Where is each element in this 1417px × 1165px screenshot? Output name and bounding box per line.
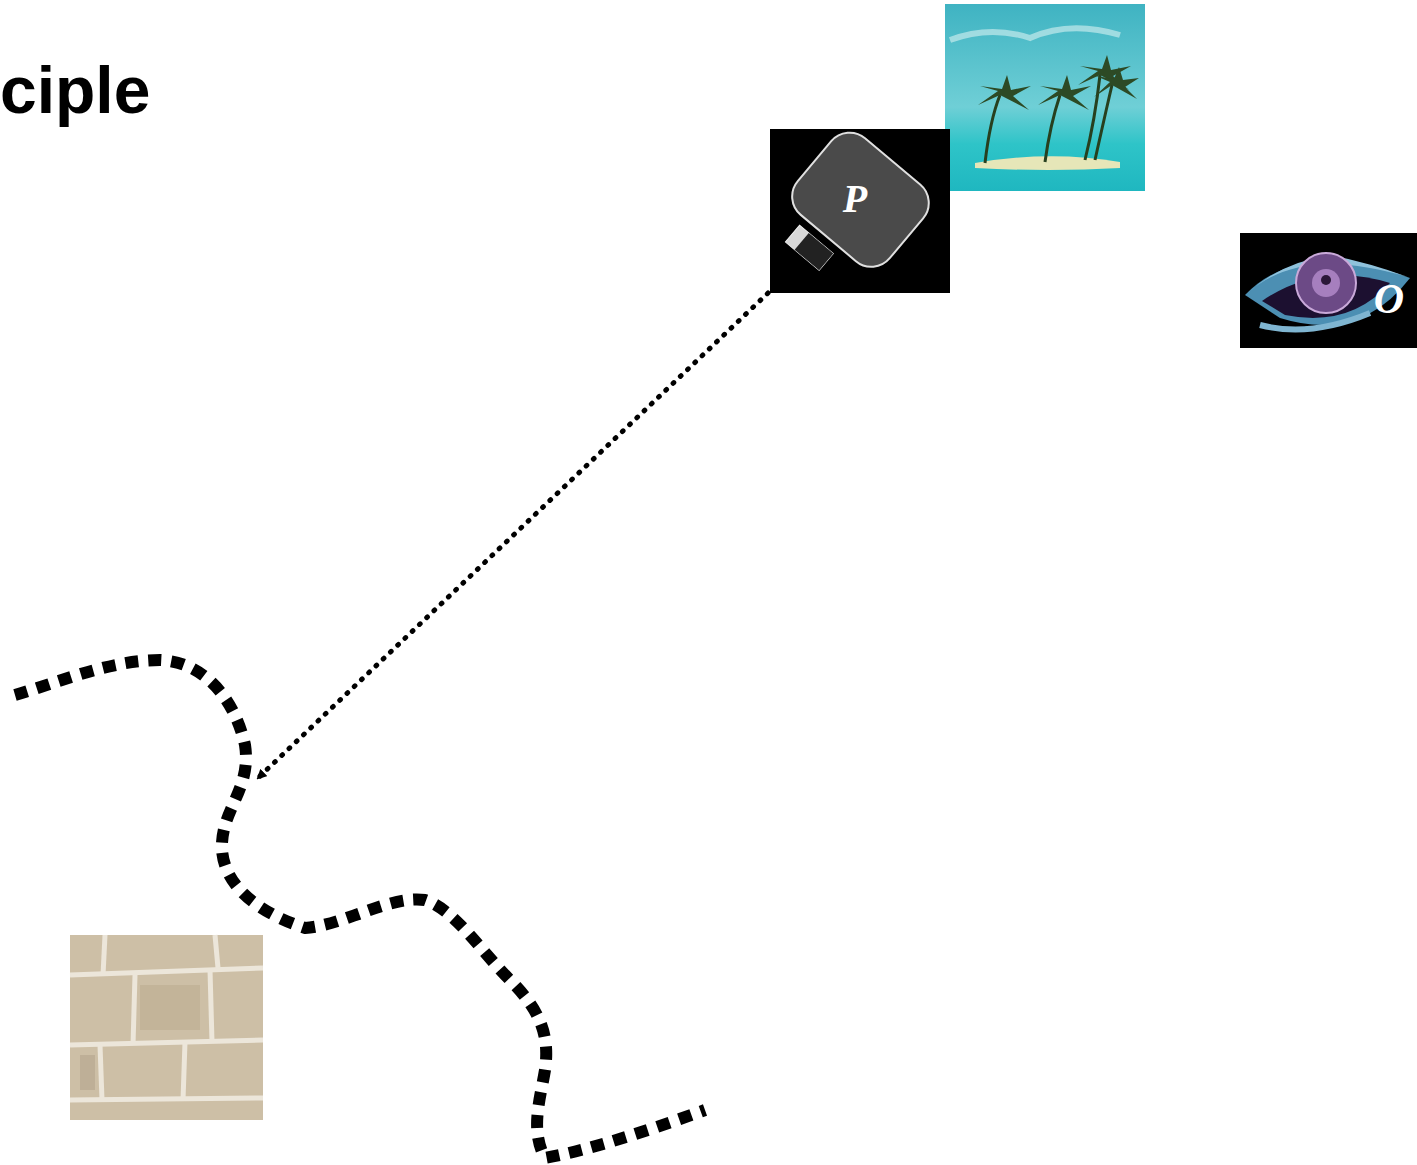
beach-image — [945, 4, 1145, 191]
stone-image — [70, 935, 263, 1120]
projection-ray — [258, 293, 768, 778]
projector-icon: P — [770, 129, 950, 293]
icon-letter: P — [843, 179, 867, 219]
surface-curve — [15, 660, 705, 1158]
eye-icon: O — [1240, 233, 1417, 348]
icon-letter: O — [1374, 278, 1404, 320]
slide-title: ciple — [0, 52, 150, 128]
